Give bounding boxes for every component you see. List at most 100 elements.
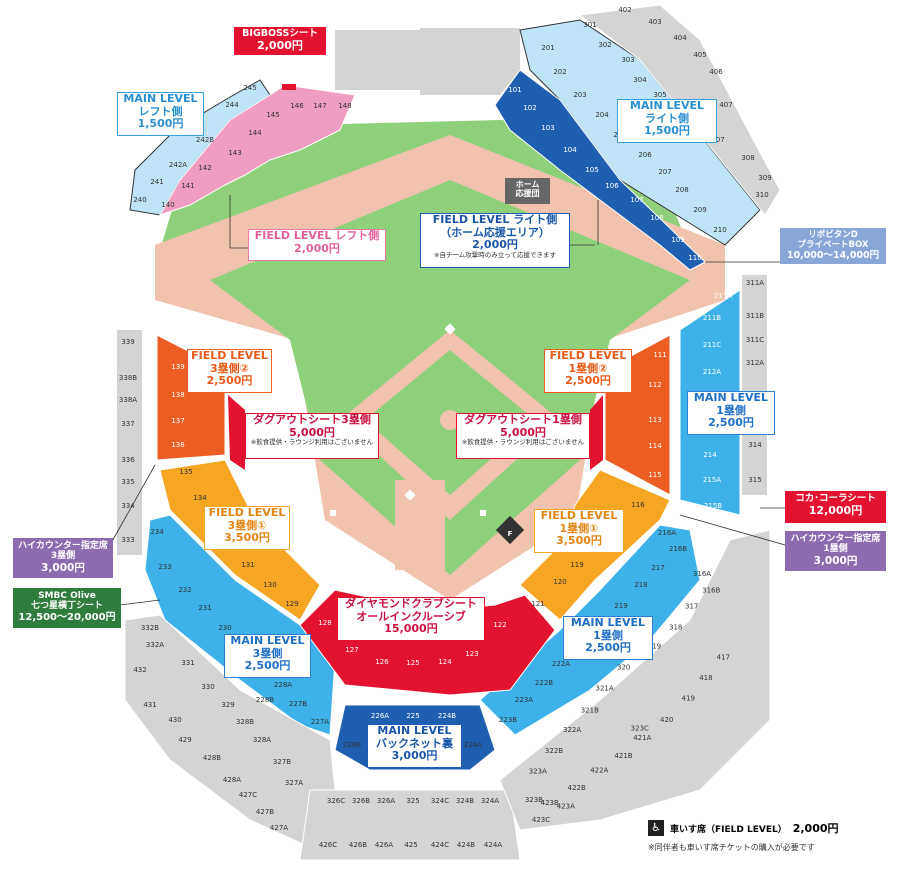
- section-number[interactable]: 223B: [499, 716, 517, 724]
- section-number[interactable]: 125: [406, 659, 419, 667]
- section-number[interactable]: 240: [133, 196, 146, 204]
- section-number[interactable]: 129: [285, 600, 298, 608]
- section-number[interactable]: 244: [225, 101, 239, 109]
- main-3b-label[interactable]: MAIN LEVEL 3塁側 2,500円: [224, 634, 311, 678]
- section-number[interactable]: 330: [201, 683, 214, 691]
- section-number[interactable]: 333: [121, 536, 134, 544]
- section-number[interactable]: 210: [713, 226, 726, 234]
- section-number[interactable]: 307: [711, 136, 724, 144]
- third-main-level[interactable]: [144, 514, 336, 736]
- section-number[interactable]: 319: [648, 643, 661, 651]
- section-number[interactable]: 105: [585, 166, 598, 174]
- section-number[interactable]: 336: [121, 456, 135, 464]
- coca-cola-label[interactable]: コカ･コーラシート 12,000円: [785, 491, 886, 523]
- section-number[interactable]: 211B: [703, 314, 721, 322]
- section-number[interactable]: 128: [318, 619, 331, 627]
- main-left-label[interactable]: MAIN LEVEL レフト側 1,500円: [117, 92, 204, 136]
- backnet-label[interactable]: MAIN LEVEL バックネット裏 3,000円: [367, 724, 462, 768]
- section-number[interactable]: 119: [570, 561, 583, 569]
- section-number[interactable]: 216B: [669, 545, 687, 553]
- section-number[interactable]: 423B: [541, 799, 559, 807]
- section-number[interactable]: 120: [553, 578, 566, 586]
- section-number[interactable]: 426B: [349, 841, 367, 849]
- section-number[interactable]: 311A: [746, 279, 764, 287]
- smbc-label[interactable]: SMBC Olive 七つ星横丁シート 12,500〜20,000円: [13, 588, 121, 628]
- section-number[interactable]: 216A: [658, 529, 676, 537]
- section-number[interactable]: 202: [553, 68, 566, 76]
- section-number[interactable]: 322A: [563, 726, 581, 734]
- section-number[interactable]: 424B: [457, 841, 475, 849]
- section-number[interactable]: 312A: [746, 359, 764, 367]
- field-3b2-label[interactable]: FIELD LEVEL 3塁側② 2,500円: [187, 349, 272, 393]
- section-number[interactable]: 228B: [256, 696, 274, 704]
- section-number[interactable]: 207: [658, 168, 671, 176]
- hicounter-3b-label[interactable]: ハイカウンター指定席 3塁側 3,000円: [13, 538, 113, 578]
- section-number[interactable]: 326C: [327, 797, 345, 805]
- section-number[interactable]: 316A: [693, 570, 711, 578]
- section-number[interactable]: 135: [179, 468, 192, 476]
- section-number[interactable]: 334: [121, 502, 135, 510]
- section-number[interactable]: 419: [682, 695, 695, 703]
- section-number[interactable]: 424A: [484, 841, 502, 849]
- section-number[interactable]: 421B: [614, 752, 632, 760]
- section-number[interactable]: 428A: [223, 776, 241, 784]
- bigboss-label[interactable]: BIGBOSSシート 2,000円: [234, 27, 326, 55]
- section-number[interactable]: 208: [675, 186, 688, 194]
- section-number[interactable]: 305: [653, 91, 666, 99]
- dugout-1b-label[interactable]: ダグアウトシート1塁側 5,000円 ※飲食提供・ラウンジ利用はございません: [456, 413, 590, 459]
- section-number[interactable]: 327A: [285, 779, 303, 787]
- section-number[interactable]: 206: [638, 151, 652, 159]
- section-number[interactable]: 146: [290, 102, 304, 110]
- section-number[interactable]: 108: [650, 214, 663, 222]
- section-number[interactable]: 325: [406, 797, 419, 805]
- section-number[interactable]: 338A: [119, 396, 137, 404]
- section-number[interactable]: 113: [648, 416, 661, 424]
- section-number[interactable]: 126: [375, 658, 389, 666]
- section-number[interactable]: 203: [573, 91, 586, 99]
- section-number[interactable]: 324C: [431, 797, 449, 805]
- main-1b-upper-label[interactable]: MAIN LEVEL 1塁側 2,500円: [687, 391, 775, 435]
- section-number[interactable]: 224B: [438, 712, 456, 720]
- section-number[interactable]: 431: [143, 701, 156, 709]
- section-number[interactable]: 228A: [274, 681, 292, 689]
- section-number[interactable]: 214: [703, 451, 717, 459]
- section-number[interactable]: 204: [595, 111, 609, 119]
- section-number[interactable]: 316B: [702, 587, 720, 595]
- section-number[interactable]: 218: [634, 581, 647, 589]
- main-1b-label[interactable]: MAIN LEVEL 1塁側 2,500円: [563, 616, 653, 660]
- section-number[interactable]: 301: [583, 21, 596, 29]
- section-number[interactable]: 308: [741, 154, 754, 162]
- section-number[interactable]: 143: [228, 149, 241, 157]
- section-number[interactable]: 321A: [596, 685, 614, 693]
- section-number[interactable]: 324A: [481, 797, 499, 805]
- section-number[interactable]: 403: [648, 18, 661, 26]
- section-number[interactable]: 303: [621, 56, 634, 64]
- section-number[interactable]: 422B: [568, 784, 586, 792]
- lipovitan-label[interactable]: リポビタンD プライベートBOX 10,000〜14,000円: [780, 228, 886, 264]
- section-number[interactable]: 315: [748, 476, 761, 484]
- section-number[interactable]: 318: [669, 623, 682, 631]
- section-number[interactable]: 227A: [311, 718, 329, 726]
- section-number[interactable]: 224A: [464, 741, 482, 749]
- section-number[interactable]: 323B: [525, 796, 543, 804]
- section-number[interactable]: 121: [531, 600, 544, 608]
- section-number[interactable]: 219: [614, 602, 627, 610]
- section-number[interactable]: 110: [688, 254, 701, 262]
- hicounter-1b-label[interactable]: ハイカウンター指定席 1塁側 3,000円: [785, 531, 886, 571]
- section-number[interactable]: 148: [338, 102, 351, 110]
- section-number[interactable]: 145: [266, 111, 279, 119]
- section-number[interactable]: 327B: [273, 758, 291, 766]
- section-number[interactable]: 217: [651, 564, 664, 572]
- section-number[interactable]: 407: [719, 101, 732, 109]
- section-number[interactable]: 112: [648, 381, 661, 389]
- section-number[interactable]: 136: [171, 441, 185, 449]
- section-number[interactable]: 331: [181, 659, 194, 667]
- section-number[interactable]: 328A: [253, 736, 271, 744]
- section-number[interactable]: 427C: [239, 791, 257, 799]
- right-field-level[interactable]: [494, 69, 706, 271]
- left-field-level[interactable]: [158, 84, 356, 216]
- section-number[interactable]: 317: [685, 603, 698, 611]
- section-number[interactable]: 329: [221, 701, 234, 709]
- field-1b1-label[interactable]: FIELD LEVEL 1塁側① 3,500円: [534, 509, 624, 553]
- section-number[interactable]: 421A: [633, 734, 651, 742]
